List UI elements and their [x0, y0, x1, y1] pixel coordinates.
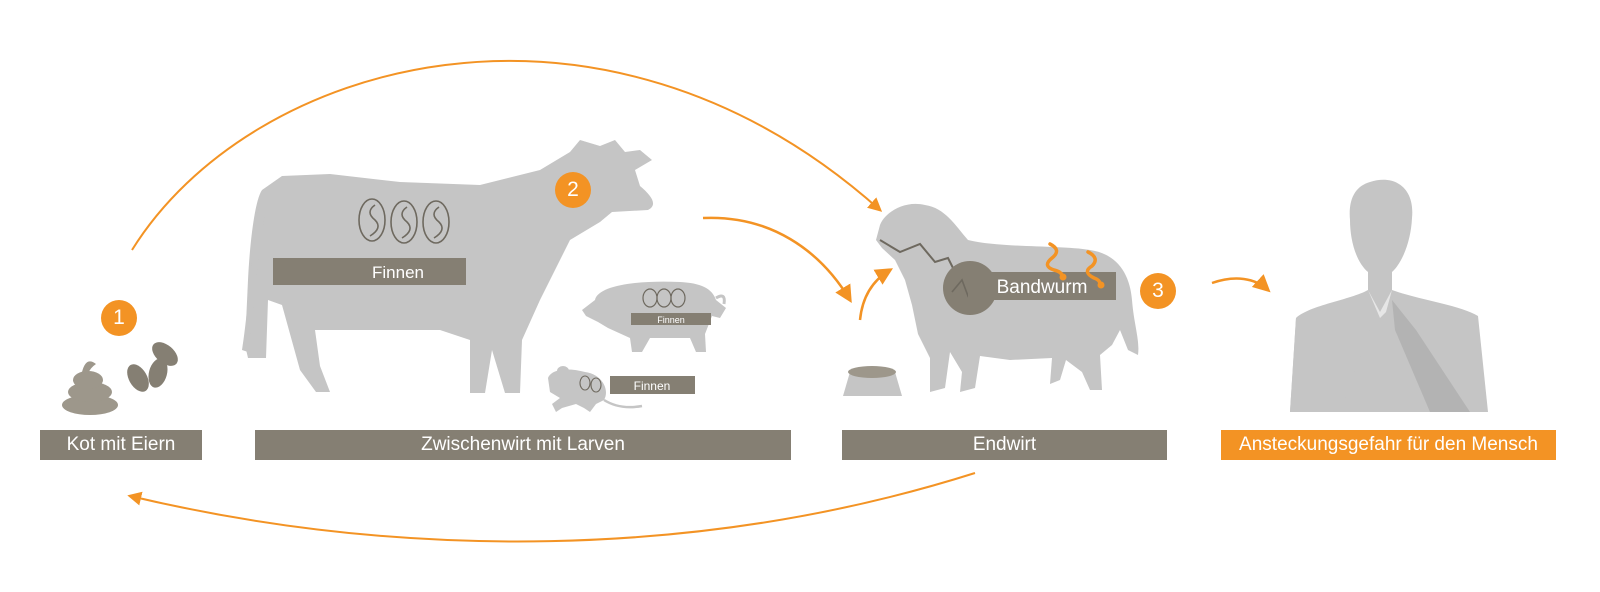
stage-label-final: Endwirt	[842, 430, 1167, 460]
bowl-icon	[843, 366, 902, 396]
mouse-icon	[548, 366, 643, 412]
arrow-eggs-to-dog	[131, 60, 883, 251]
egg-icon	[127, 342, 178, 392]
pig-finnen-label: Finnen	[657, 315, 685, 325]
arrow-dog-to-eggs	[127, 472, 976, 543]
larva-cyst-icon	[358, 198, 450, 244]
larva-cyst-icon	[579, 375, 602, 393]
human-icon	[1290, 179, 1488, 412]
cow-finnen-bar	[273, 258, 466, 285]
dog-intestine-line	[879, 239, 961, 283]
pig-finnen-bar	[631, 313, 711, 325]
arrow-dog-to-human	[1211, 274, 1271, 293]
mouse-finnen-bar	[610, 376, 695, 394]
arrow-bowl-to-dog	[858, 268, 894, 321]
tapeworm-head-icon	[1059, 273, 1105, 289]
tapeworm-icon	[1045, 242, 1102, 286]
feces-icon	[62, 361, 118, 415]
stage-label-eggs: Kot mit Eiern	[40, 430, 202, 460]
step-badge-1: 1	[101, 300, 137, 336]
stage-label-human: Ansteckungsgefahr für den Mensch	[1221, 430, 1556, 460]
stage-label-intermediate: Zwischenwirt mit Larven	[255, 430, 791, 460]
step-badge-3: 3	[1140, 273, 1176, 309]
arrow-intermediate-to-dog	[702, 216, 852, 304]
larva-cyst-icon	[642, 288, 686, 308]
step-badge-2: 2	[555, 172, 591, 208]
mouse-finnen-label: Finnen	[634, 379, 671, 393]
cow-finnen-label: Finnen	[372, 263, 424, 282]
bandwurm-label: Bandwurm	[997, 277, 1088, 298]
